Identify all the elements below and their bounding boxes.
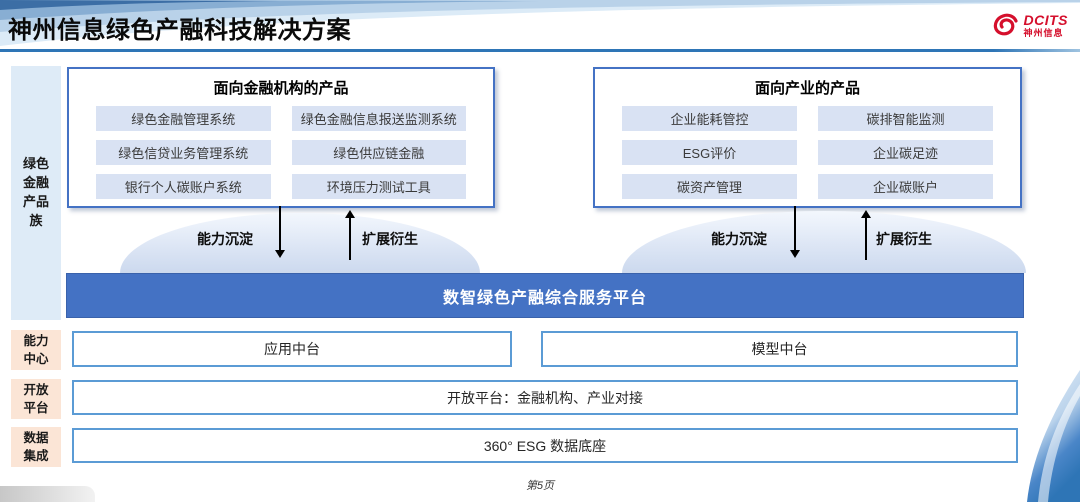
rail-data-integration-label: 数据 集成 <box>11 427 61 467</box>
layer-data-base: 360° ESG 数据底座 <box>72 428 1018 463</box>
product-chip: ESG评价 <box>622 140 797 165</box>
product-chip: 绿色供应链金融 <box>291 140 466 165</box>
product-chip: 碳资产管理 <box>622 174 797 199</box>
arrow-up-icon <box>345 210 355 260</box>
dcits-swirl-icon <box>993 13 1018 36</box>
product-chip: 企业碳足迹 <box>818 140 993 165</box>
flow-label-capability: 能力沉淀 <box>711 231 767 247</box>
rail-open-platform-label: 开放 平台 <box>11 379 61 419</box>
layer-app-center: 应用中台 <box>72 331 512 367</box>
group-title: 面向金融机构的产品 <box>213 80 349 97</box>
page-title: 神州信息绿色产融科技解决方案 <box>8 17 351 44</box>
product-chip: 绿色金融信息报送监测系统 <box>291 106 466 131</box>
flow-label-extension: 扩展衍生 <box>876 231 932 247</box>
rail-product-family-label: 绿色 金融 产品 族 <box>11 66 61 320</box>
product-chip: 企业能耗管控 <box>622 106 797 131</box>
arrow-up-icon <box>861 210 871 260</box>
rail-capability-center-label: 能力 中心 <box>11 330 61 370</box>
platform-bar: 数智绿色产融综合服务平台 <box>66 273 1024 318</box>
logo-brand-chinese: 神州信息 <box>1023 27 1064 38</box>
product-group-financial: 面向金融机构的产品 绿色金融管理系统 绿色金融信息报送监测系统 绿色信贷业务管理… <box>67 67 495 208</box>
logo-brand-text: DCITS <box>1023 11 1068 28</box>
layer-open-platform: 开放平台：金融机构、产业对接 <box>72 380 1018 415</box>
product-chip: 碳排智能监测 <box>818 106 993 131</box>
dcits-logo: DCITS 神州信息 <box>990 12 1069 38</box>
group-title: 面向产业的产品 <box>754 80 860 97</box>
page-number: 第5页 <box>525 480 555 492</box>
product-group-industry: 面向产业的产品 企业能耗管控 碳排智能监测 ESG评价 企业碳足迹 碳资产管理 … <box>593 67 1022 208</box>
dome-decoration-left <box>120 213 480 273</box>
product-chip: 环境压力测试工具 <box>291 174 466 199</box>
product-chip: 绿色信贷业务管理系统 <box>96 140 271 165</box>
flow-label-extension: 扩展衍生 <box>362 231 418 247</box>
product-chip: 企业碳账户 <box>818 174 993 199</box>
flow-label-capability: 能力沉淀 <box>197 231 253 247</box>
title-divider-line <box>0 49 1080 52</box>
arrow-down-icon <box>275 206 285 258</box>
product-grid: 企业能耗管控 碳排智能监测 ESG评价 企业碳足迹 碳资产管理 企业碳账户 <box>595 97 1020 199</box>
layer-model-center: 模型中台 <box>541 331 1018 367</box>
dome-decoration-right <box>622 211 1026 273</box>
product-chip: 银行个人碳账户系统 <box>96 174 271 199</box>
arrow-down-icon <box>790 206 800 258</box>
product-chip: 绿色金融管理系统 <box>96 106 271 131</box>
product-grid: 绿色金融管理系统 绿色金融信息报送监测系统 绿色信贷业务管理系统 绿色供应链金融… <box>69 97 493 199</box>
